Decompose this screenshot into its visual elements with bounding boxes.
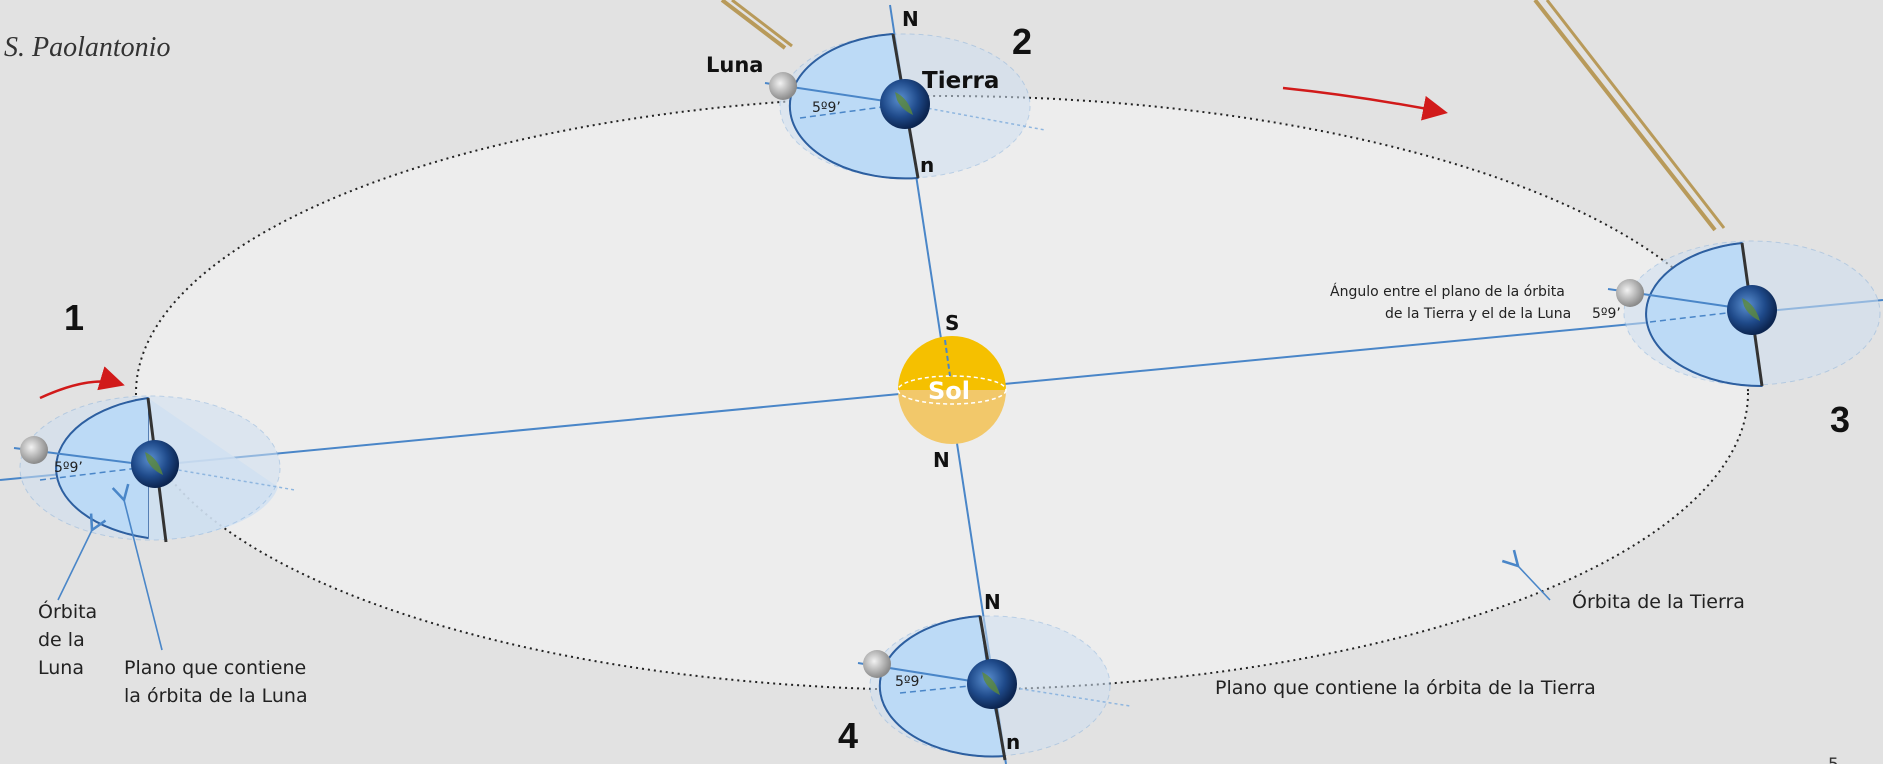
moon-orbit-caption-2: de la [38,629,85,651]
position-1-label: 1 [64,297,84,338]
support-rod-top-right [1533,0,1717,232]
angle-label-2: 5º9’ [812,100,841,116]
moon-orbit-pointer [57,530,92,601]
support-rod-top-left [720,0,787,50]
angle-caption-line-1: Ángulo entre el plano de la órbita [1330,283,1565,300]
author-credit: S. Paolantonio [4,32,170,63]
angle-label-1: 5º9’ [54,460,83,476]
position-2 [764,33,1046,180]
position-4 [857,615,1131,761]
earth-label: Tierra [922,68,999,94]
position-3 [1607,240,1881,388]
moon-label: Luna [706,53,763,77]
angle-label-3: 5º9’ [1592,306,1621,322]
earth-plane-caption: Plano que contiene la órbita de la Tierr… [1215,677,1596,699]
earth-orbit-caption: Órbita de la Tierra [1572,589,1745,613]
position-4-label: 4 [838,715,858,756]
north-label-2: N [902,7,919,31]
angle-caption-line-2: de la Tierra y el de la Luna [1385,306,1571,322]
support-rod-top-left-b [731,0,793,48]
earth-orbit-pointer [1518,566,1551,601]
angle-label-4: 5º9’ [895,674,924,690]
position-3-label: 3 [1830,399,1850,440]
moon-plane-caption-1: Plano que contiene [124,657,306,679]
rotation-arrow-icon [1282,86,1448,121]
small-north-label-2: n [920,153,934,177]
north-label-4: N [984,590,1001,614]
moon-orbit-caption-1: Órbita [38,599,97,623]
small-north-label-4: n [1006,730,1020,754]
sun-label: Sol [928,377,970,405]
moon-plane-caption-2: la órbita de la Luna [124,685,308,707]
moon-icon [20,436,48,464]
sun-north-label: N [933,448,950,472]
sun-south-label: S [945,311,959,335]
sun-icon [897,336,1007,444]
position-2-label: 2 [1012,21,1032,62]
moon-orbit-caption-3: Luna [38,657,84,679]
support-rod-top-right-b [1545,0,1726,229]
page-number: 5 [1828,755,1839,764]
moon-plane-pointer [124,500,163,651]
